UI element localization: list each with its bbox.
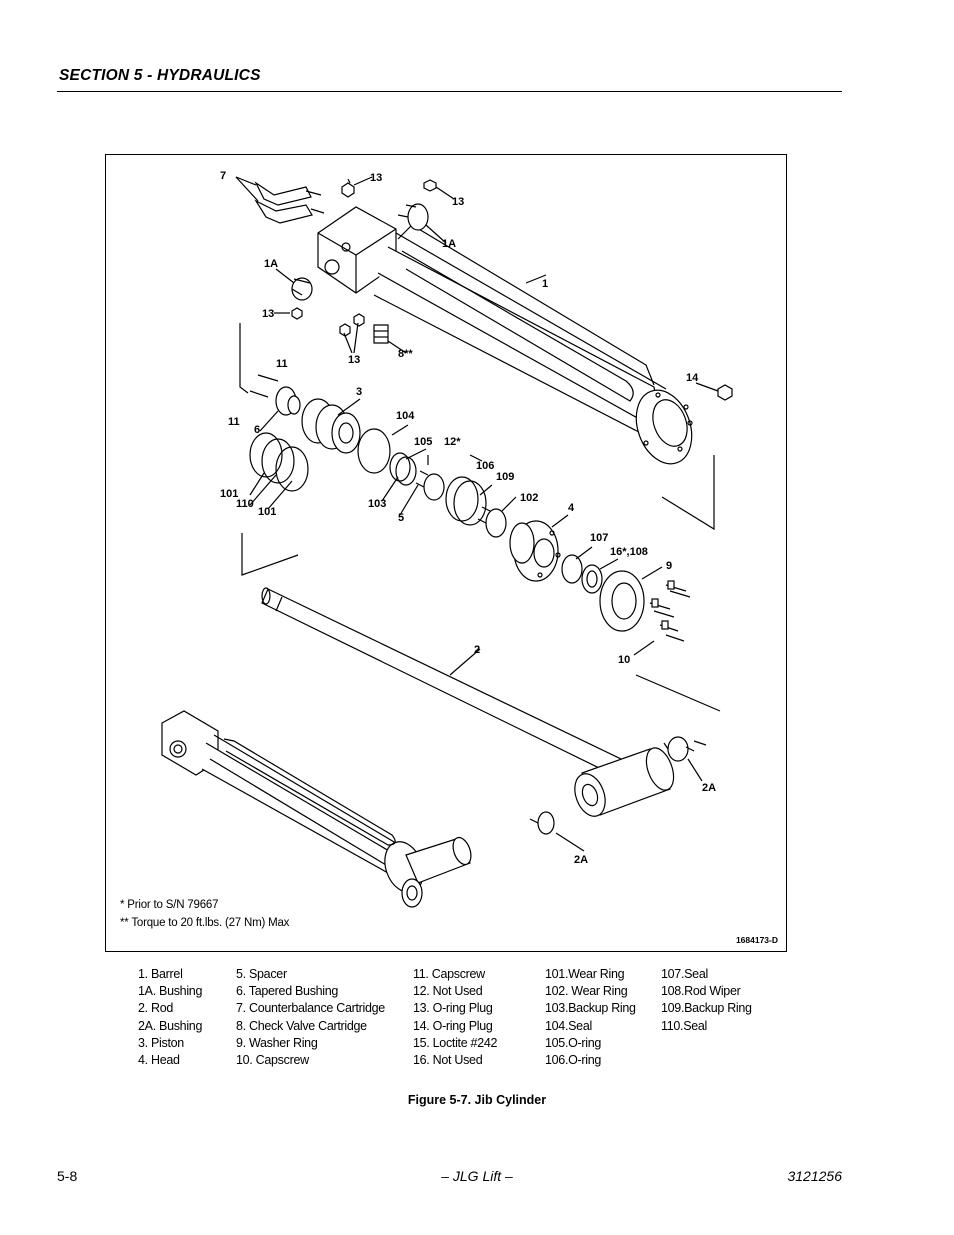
legend-item: 14. O-ring Plug bbox=[413, 1018, 493, 1033]
callout-11: 11 bbox=[228, 416, 240, 428]
callout-103: 103 bbox=[368, 498, 386, 510]
callout-11: 11 bbox=[276, 358, 288, 370]
legend-item: 103.Backup Ring bbox=[545, 1001, 636, 1016]
legend-item: 107.Seal bbox=[661, 967, 708, 981]
callout-16-108: 16*,108 bbox=[610, 546, 648, 558]
callout-107: 107 bbox=[590, 532, 608, 544]
callout-labels: 7 13 13 1A 1A 1 13 13 8** 11 3 14 11 6 1… bbox=[220, 170, 716, 866]
legend-item: 6. Tapered Bushing bbox=[236, 984, 339, 999]
callout-102: 102 bbox=[520, 492, 538, 504]
callout-1a: 1A bbox=[264, 258, 278, 270]
callout-2a: 2A bbox=[702, 782, 716, 794]
legend-item: 109.Backup Ring bbox=[661, 1001, 752, 1016]
legend-item: 110.Seal bbox=[661, 1018, 708, 1033]
note-prior-serial: * Prior to S/N 79667 bbox=[120, 899, 219, 911]
legend-item: 2. Rod bbox=[138, 1001, 174, 1016]
callout-104: 104 bbox=[396, 410, 415, 422]
head-assembly bbox=[509, 520, 691, 642]
callout-9: 9 bbox=[666, 560, 672, 572]
callout-10: 10 bbox=[618, 654, 630, 666]
callout-5: 5 bbox=[398, 512, 404, 524]
callout-2: 2 bbox=[474, 644, 480, 656]
legend-item: 7. Counterbalance Cartridge bbox=[236, 1001, 385, 1016]
callout-106: 106 bbox=[476, 460, 494, 472]
legend-column-2: 5. Spacer 6. Tapered Bushing 7. Counterb… bbox=[236, 966, 385, 1069]
legend-item: 5. Spacer bbox=[236, 967, 287, 981]
callout-4: 4 bbox=[568, 502, 575, 514]
callout-13: 13 bbox=[452, 196, 464, 208]
legend-column-3: 11. Capscrew 12. Not Used 13. O-ring Plu… bbox=[413, 966, 497, 1069]
legend-item: 104.Seal bbox=[545, 1018, 592, 1033]
callout-6: 6 bbox=[254, 424, 260, 436]
callout-8: 8** bbox=[398, 348, 413, 360]
leader-lines bbox=[249, 176, 719, 852]
document-number: 3121256 bbox=[787, 1168, 842, 1184]
footer-brand: – JLG Lift – bbox=[441, 1168, 513, 1184]
assembled-cylinder bbox=[161, 710, 472, 908]
callout-1a: 1A bbox=[442, 238, 456, 250]
legend-item: 11. Capscrew bbox=[413, 967, 485, 981]
drawing-number: 1684173-D bbox=[735, 935, 778, 945]
legend-item: 1A. Bushing bbox=[138, 984, 203, 999]
legend-column-1: 1. Barrel 1A. Bushing 2. Rod 2A. Bushing… bbox=[138, 966, 202, 1069]
callout-13: 13 bbox=[370, 172, 382, 184]
callout-101: 101 bbox=[258, 506, 276, 518]
legend-column-5: 107.Seal 108.Rod Wiper 109.Backup Ring 1… bbox=[661, 966, 752, 1035]
figure-caption: Figure 5-7. Jib Cylinder bbox=[407, 1093, 547, 1107]
page-header: SECTION 5 - HYDRAULICS bbox=[57, 64, 842, 92]
piston-assembly bbox=[249, 374, 507, 538]
legend-item: 15. Loctite #242 bbox=[413, 1035, 498, 1050]
callout-110: 110 bbox=[236, 498, 254, 510]
callout-109: 109 bbox=[496, 471, 514, 483]
page-number: 5-8 bbox=[57, 1168, 78, 1184]
rod bbox=[261, 587, 707, 835]
legend-column-4: 101.Wear Ring 102. Wear Ring 103.Backup … bbox=[545, 966, 636, 1069]
legend-item: 3. Piston bbox=[138, 1035, 184, 1050]
callout-101: 101 bbox=[220, 488, 238, 500]
section-title: SECTION 5 - HYDRAULICS bbox=[59, 67, 261, 84]
legend-item: 4. Head bbox=[138, 1053, 180, 1068]
callout-14: 14 bbox=[686, 372, 699, 384]
legend-item: 8. Check Valve Cartridge bbox=[236, 1018, 367, 1033]
note-torque: ** Torque to 20 ft.lbs. (27 Nm) Max bbox=[120, 917, 290, 929]
figure-frame: 7 13 13 1A 1A 1 13 13 8** 11 3 14 11 6 1… bbox=[105, 154, 787, 952]
callout-3: 3 bbox=[356, 386, 362, 398]
callout-12: 12* bbox=[444, 436, 461, 448]
barrel-assembly bbox=[235, 176, 733, 465]
legend-item: 1. Barrel bbox=[138, 967, 183, 981]
legend-item: 2A. Bushing bbox=[138, 1018, 203, 1033]
legend-item: 108.Rod Wiper bbox=[661, 984, 741, 999]
legend-item: 102. Wear Ring bbox=[545, 984, 628, 999]
callout-13: 13 bbox=[262, 308, 274, 320]
callout-105: 105 bbox=[414, 436, 432, 448]
callout-1: 1 bbox=[542, 278, 548, 290]
legend-item: 10. Capscrew bbox=[236, 1053, 309, 1068]
legend-item: 13. O-ring Plug bbox=[413, 1001, 493, 1016]
counterbalance-cartridges bbox=[235, 176, 325, 224]
callout-7: 7 bbox=[220, 170, 226, 182]
exploded-diagram: 7 13 13 1A 1A 1 13 13 8** 11 3 14 11 6 1… bbox=[161, 170, 733, 908]
legend-item: 101.Wear Ring bbox=[545, 967, 625, 981]
legend-item: 106.O-ring bbox=[545, 1053, 602, 1068]
legend-item: 105.O-ring bbox=[545, 1035, 602, 1050]
legend-item: 9. Washer Ring bbox=[236, 1035, 318, 1050]
callout-13: 13 bbox=[348, 354, 360, 366]
legend-item: 16. Not Used bbox=[413, 1053, 483, 1068]
legend-item: 12. Not Used bbox=[413, 984, 483, 999]
callout-2a: 2A bbox=[574, 854, 588, 866]
